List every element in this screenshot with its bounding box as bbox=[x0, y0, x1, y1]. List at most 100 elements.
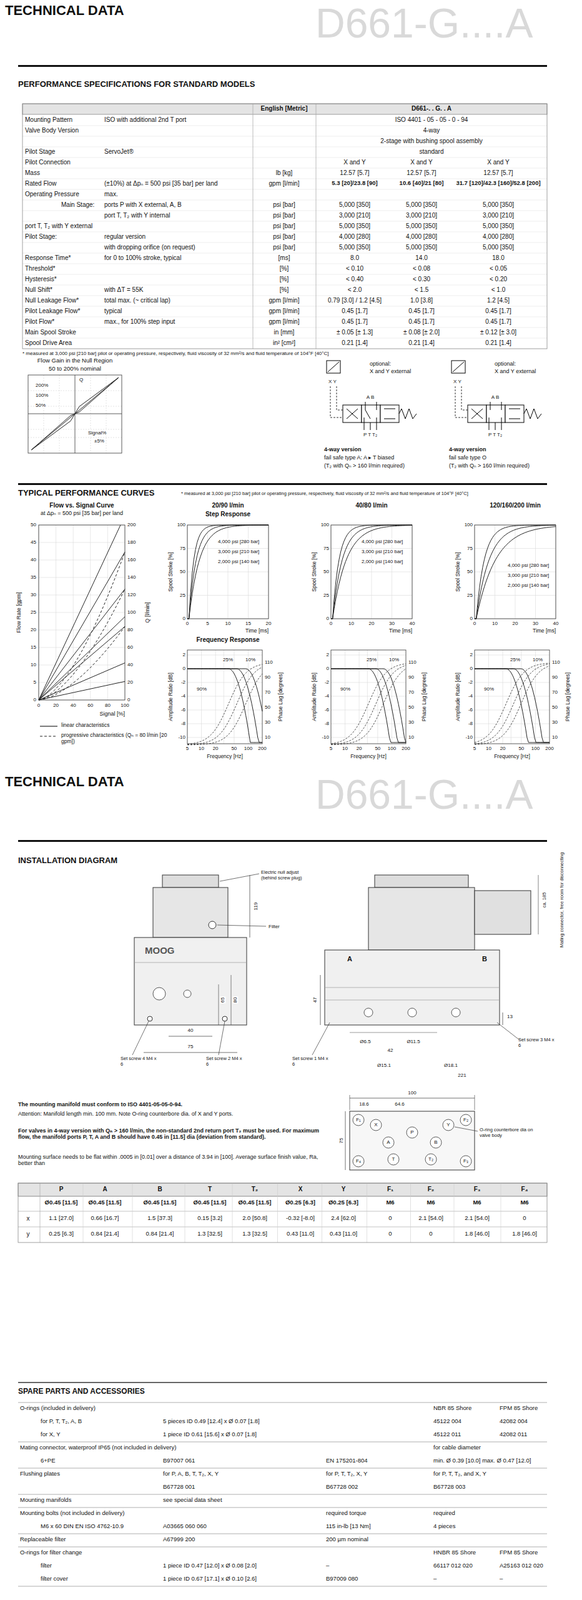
table-grid bbox=[22, 199, 548, 201]
axis-tick: 10 bbox=[342, 744, 348, 751]
table-cell: port T, T₂ with Y external bbox=[24, 222, 93, 230]
manifold-outline bbox=[352, 1113, 365, 1125]
curve-label: 90% bbox=[196, 685, 208, 692]
axis-tick: 200 bbox=[257, 744, 267, 751]
dimension: 13 bbox=[507, 1012, 513, 1019]
axis-title: Phase Lag [degrees] bbox=[421, 671, 428, 721]
valve-symbol bbox=[346, 408, 358, 419]
table-cell: 0.21 [1.4] bbox=[408, 339, 435, 347]
chart-curve bbox=[187, 524, 269, 619]
axis-tick: 90 bbox=[408, 673, 415, 680]
dimension: 75 bbox=[187, 1042, 195, 1049]
table-header: F₁ bbox=[387, 1184, 394, 1193]
table-cell: Mass bbox=[24, 169, 40, 177]
section-heading: TYPICAL PERFORMANCE CURVES bbox=[18, 488, 155, 498]
valve-symbol bbox=[364, 417, 365, 423]
curve-label: 10% bbox=[532, 656, 544, 662]
axis-tick: 70 bbox=[552, 688, 558, 695]
dimension: 47 bbox=[312, 996, 318, 1003]
axis-title: Time [ms] bbox=[389, 627, 413, 634]
table-cell: < 0.05 bbox=[489, 264, 508, 273]
table-header: X bbox=[298, 1184, 303, 1193]
valve-outline bbox=[374, 874, 469, 887]
axis-title: Amplitude Ratio [dB] bbox=[311, 671, 318, 721]
table-cell: 115 in-lb [13 Nm] bbox=[325, 1521, 371, 1529]
chart-frame bbox=[474, 524, 556, 619]
manifold-outline bbox=[370, 1118, 382, 1130]
table-cell: B97009 080 bbox=[325, 1574, 358, 1582]
axis-tick: 5 bbox=[186, 744, 189, 751]
leader-line bbox=[219, 873, 260, 881]
table-cell: 0.45 [1.7] bbox=[408, 317, 435, 326]
chart-curve bbox=[38, 680, 125, 700]
port-name: P T T₂ bbox=[363, 431, 378, 438]
table-cell: 5,000 [350] bbox=[339, 243, 371, 252]
valve-symbol bbox=[490, 404, 491, 410]
table-cell: in [mm] bbox=[274, 328, 295, 336]
port-name: A bbox=[386, 1138, 390, 1145]
callout-text: Electric null adjust (behind screw plug) bbox=[261, 869, 311, 880]
table-cell: Operating Pressure bbox=[24, 190, 80, 198]
dimension: Ø6.5 bbox=[359, 1037, 371, 1044]
chart-curve bbox=[474, 668, 550, 742]
callout-text: Mating connector, free room for disconne… bbox=[559, 851, 566, 947]
axis-tick: 110 bbox=[264, 658, 273, 665]
chart-curve bbox=[38, 551, 125, 700]
axis-tick: 20 bbox=[500, 744, 506, 751]
table-header: P bbox=[59, 1184, 64, 1193]
table-cell: [ms] bbox=[278, 254, 291, 262]
note-text: Attention: Manifold length min. 100 mm. … bbox=[18, 1109, 325, 1116]
valve-symbol bbox=[376, 417, 378, 423]
table-cell: O-rings for filter change bbox=[19, 1548, 82, 1555]
axis-tick: 30 bbox=[389, 620, 395, 626]
manifold-outline bbox=[460, 1154, 472, 1166]
table-cell: M6 bbox=[385, 1198, 395, 1206]
table-cell: B67728 001 bbox=[162, 1482, 195, 1490]
port-name: P bbox=[410, 1128, 414, 1135]
port-name: F₁ bbox=[355, 1115, 361, 1122]
table-cell: Pilot Stage bbox=[24, 147, 55, 156]
manifold-outline bbox=[349, 1110, 475, 1169]
chart-frame bbox=[233, 649, 235, 744]
table-cell: – bbox=[499, 1574, 503, 1582]
symbol-caption: fail safe type O bbox=[448, 453, 487, 461]
table-cell: 0.43 [11.0] bbox=[286, 1229, 315, 1237]
axis-tick: 200 bbox=[545, 744, 554, 751]
axis-tick: 75 bbox=[467, 545, 473, 551]
table-header: T bbox=[207, 1184, 212, 1193]
table-cell: Valve Body Version bbox=[24, 126, 79, 135]
table-cell: Flushing plates bbox=[19, 1469, 60, 1477]
leader-line bbox=[132, 1020, 149, 1055]
table-grid bbox=[22, 337, 548, 339]
symbol-note: X and Y external bbox=[494, 367, 536, 375]
footnote: * measured at 3,000 psi [210 bar] pilot … bbox=[22, 350, 330, 356]
table-cell: 0 bbox=[388, 1213, 392, 1221]
axis-title: Phase Lag [degrees] bbox=[565, 671, 572, 721]
axis-title: Amplitude Ratio [dB] bbox=[455, 671, 462, 721]
chart-curve bbox=[187, 668, 263, 711]
axis-tick: -10 bbox=[321, 733, 330, 740]
dimension: Ø15.1 bbox=[377, 1061, 391, 1068]
dimension-line bbox=[502, 1011, 504, 1025]
table-cell: 6+PE bbox=[40, 1456, 56, 1464]
table-cell: Mating connector, waterproof IP65 (not i… bbox=[19, 1443, 177, 1451]
axis-tick: 10 bbox=[30, 661, 37, 667]
table-cell: < 2.0 bbox=[347, 286, 363, 294]
chart-frame bbox=[474, 695, 550, 697]
table-cell: ports P with X external, A, B bbox=[104, 201, 182, 209]
valve-outline bbox=[474, 889, 531, 934]
table-cell: NBR 85 Shore bbox=[433, 1403, 472, 1411]
chart-frame bbox=[535, 649, 536, 744]
table-cell: A67999 200 bbox=[162, 1534, 195, 1542]
axis-tick: 40 bbox=[70, 701, 77, 708]
table-cell: 0 bbox=[388, 1229, 392, 1237]
table-cell: 14.0 bbox=[415, 254, 428, 262]
table-grid bbox=[22, 146, 548, 148]
chart-frame bbox=[359, 649, 360, 744]
chart-frame bbox=[344, 649, 346, 744]
valve-outline bbox=[451, 1007, 461, 1017]
table-cell: required torque bbox=[325, 1508, 366, 1516]
valve-symbol bbox=[486, 404, 506, 423]
table-header: Y bbox=[341, 1184, 346, 1193]
table-cell: 0.84 [21.4] bbox=[146, 1229, 175, 1237]
